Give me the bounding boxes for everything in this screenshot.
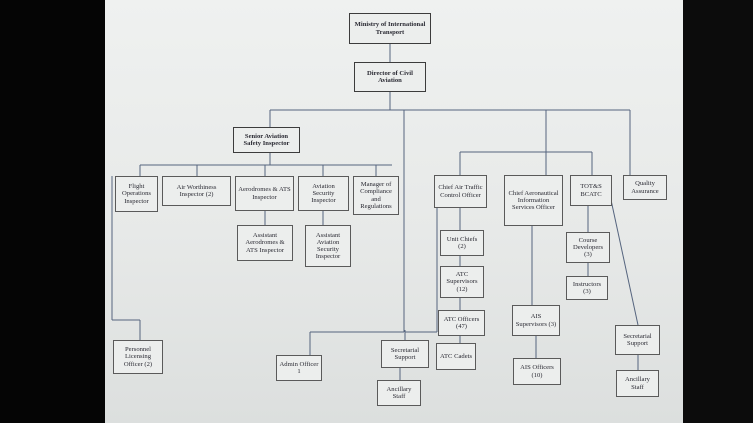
node-bcatc: TOT&S BCATC — [570, 175, 612, 206]
node-ancillary-left: Ancillary Staff — [377, 380, 421, 406]
node-director-label: Director of Civil Aviation — [367, 69, 413, 84]
node-ais-officers: AIS Officers (10) — [513, 358, 561, 385]
node-airworthiness-label: Air Worthiness Inspector (2) — [176, 183, 217, 198]
node-ais-supervisors: AIS Supervisors (3) — [512, 305, 560, 336]
node-bcatc-label: TOT&S BCATC — [580, 183, 602, 198]
node-secretarial-left-label: Secretarial Support — [390, 346, 420, 361]
node-atc-chief: Chief Air Traffic Control Officer — [434, 175, 487, 208]
background-left — [0, 0, 105, 423]
node-aerodromes: Aerodromes & ATS Inspector — [235, 176, 294, 211]
node-unit-chief-label: Unit Chiefs (2) — [446, 235, 478, 250]
node-ministry-label: Ministry of International Transport — [354, 21, 426, 36]
node-instructors: Instructors (3) — [566, 276, 608, 300]
node-ancillary-right: Ancillary Staff — [616, 370, 659, 397]
node-atc-cadets-label: ATC Cadets — [439, 352, 473, 360]
node-licensing: Personnel Licensing Officer (2) — [113, 340, 163, 374]
node-asst-aerodromes-label: Assistant Aerodromes & ATS Inspector — [245, 232, 285, 254]
node-atc-officers: ATC Officers (47) — [438, 310, 485, 336]
background-right — [683, 0, 753, 423]
node-senior-inspector: Senior Aviation Safety Inspector — [233, 127, 300, 153]
node-ancillary-left-label: Ancillary Staff — [386, 385, 412, 400]
node-flight-ops: Flight Operations Inspector — [115, 176, 158, 212]
node-instructors-label: Instructors (3) — [572, 280, 602, 295]
node-aerodromes-label: Aerodromes & ATS Inspector — [238, 186, 291, 201]
node-atc-chief-label: Chief Air Traffic Control Officer — [438, 184, 483, 199]
node-ais-chief: Chief Aeronautical Information Services … — [504, 175, 563, 226]
node-atc-supervisors: ATC Supervisors (12) — [440, 266, 484, 298]
node-admin: Admin Officer 1 — [276, 355, 322, 381]
node-admin-label: Admin Officer 1 — [279, 360, 319, 375]
node-ais-officers-label: AIS Officers (10) — [520, 364, 554, 379]
node-atc-supervisors-label: ATC Supervisors (12) — [446, 271, 478, 293]
node-ministry: Ministry of International Transport — [349, 13, 431, 44]
node-flight-ops-label: Flight Operations Inspector — [122, 183, 151, 205]
node-compliance-label: Manager of Compliance and Regulations — [360, 181, 392, 210]
node-course-dev: Course Developers (3) — [566, 232, 610, 263]
node-airworthiness: Air Worthiness Inspector (2) — [162, 176, 231, 206]
node-quality: Quality Assurance — [623, 175, 667, 200]
node-asst-aerodromes: Assistant Aerodromes & ATS Inspector — [237, 225, 293, 261]
node-senior-inspector-label: Senior Aviation Safety Inspector — [243, 132, 290, 147]
node-ais-supervisors-label: AIS Supervisors (3) — [515, 313, 557, 328]
node-atc-officers-label: ATC Officers (47) — [443, 315, 480, 330]
node-security-label: Aviation Security Inspector — [311, 182, 336, 205]
node-unit-chief: Unit Chiefs (2) — [440, 230, 484, 256]
node-course-dev-label: Course Developers (3) — [572, 236, 604, 259]
node-ancillary-right-label: Ancillary Staff — [625, 376, 650, 391]
node-asst-security-label: Assistant Aviation Security Inspector — [315, 231, 341, 261]
node-ais-chief-label: Chief Aeronautical Information Services … — [508, 189, 559, 212]
node-secretarial-right: Secretarial Support — [615, 325, 660, 355]
node-security: Aviation Security Inspector — [298, 176, 349, 211]
node-compliance: Manager of Compliance and Regulations — [353, 176, 399, 215]
node-secretarial-right-label: Secretarial Support — [623, 332, 652, 347]
node-quality-label: Quality Assurance — [631, 180, 659, 195]
node-atc-cadets: ATC Cadets — [436, 343, 476, 370]
node-asst-security: Assistant Aviation Security Inspector — [305, 225, 351, 267]
node-secretarial-left: Secretarial Support — [381, 340, 429, 368]
node-director: Director of Civil Aviation — [354, 62, 426, 92]
node-licensing-label: Personnel Licensing Officer (2) — [123, 346, 153, 368]
